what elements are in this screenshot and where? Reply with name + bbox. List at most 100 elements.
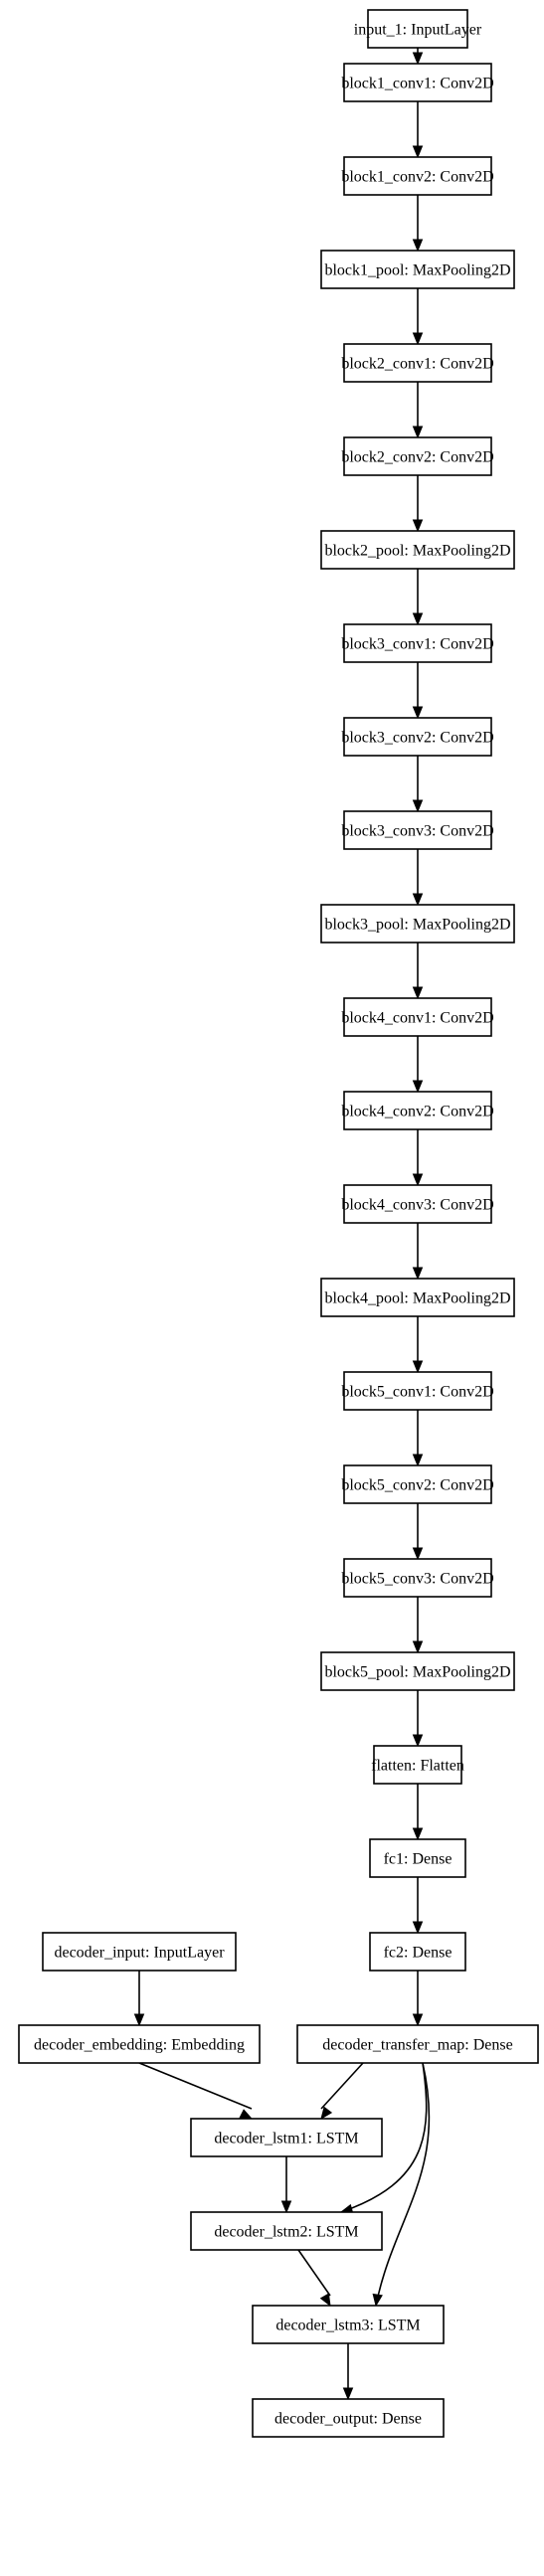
layer-box	[373, 1745, 462, 1785]
layer-label: decoder_input: InputLayer	[54, 1945, 225, 1962]
arrowhead	[412, 612, 424, 626]
layer-node-decoder-lstm1: decoder_lstm1: LSTM	[190, 2118, 383, 2157]
arrowhead	[280, 2200, 292, 2214]
layer-node-decoder-input: decoder_input: InputLayer	[42, 1932, 237, 1972]
layer-node-block4-conv3: block4_conv3: Conv2D	[341, 1184, 494, 1224]
edge-line	[138, 2062, 253, 2110]
layer-label: block2_conv1: Conv2D	[341, 356, 493, 373]
layer-label: block5_pool: MaxPooling2D	[324, 1664, 510, 1681]
layer-label: flatten: Flatten	[371, 1758, 464, 1775]
arrowhead	[412, 239, 424, 253]
layer-node-block2-pool: block2_pool: MaxPooling2D	[320, 530, 515, 570]
layer-node-block5-pool: block5_pool: MaxPooling2D	[320, 1651, 515, 1691]
layer-box	[320, 530, 515, 570]
edge-block1-conv2-to-block1-pool	[412, 195, 424, 253]
layer-box	[343, 63, 492, 102]
layer-label: block4_conv3: Conv2D	[341, 1197, 493, 1214]
layer-label: decoder_output: Dense	[274, 2411, 422, 2428]
layer-label: block4_conv1: Conv2D	[341, 1010, 493, 1027]
layer-label: block4_pool: MaxPooling2D	[324, 1290, 510, 1307]
arrowhead	[412, 1080, 424, 1094]
layer-box	[343, 997, 492, 1037]
arrowhead	[412, 426, 424, 439]
arrowhead	[372, 2293, 383, 2308]
layer-box	[343, 1558, 492, 1598]
edge-decoder-embedding-to-decoder-lstm1	[138, 2062, 254, 2120]
arrowhead	[412, 706, 424, 720]
edge-decoder-transfer-map-to-decoder-lstm3	[372, 2062, 431, 2308]
layer-box	[252, 2398, 445, 2438]
edge-block5-pool-to-flatten	[412, 1690, 424, 1748]
layer-box	[367, 9, 468, 49]
edge-input-1-to-block1-conv1	[412, 48, 424, 66]
layer-label: block3_conv3: Conv2D	[341, 823, 493, 840]
edge-line	[375, 2062, 431, 2307]
arrowhead	[412, 893, 424, 907]
arrowhead	[412, 1640, 424, 1654]
edge-block2-conv1-to-block2-conv2	[412, 382, 424, 439]
edge-flatten-to-fc1	[412, 1784, 424, 1841]
layer-box	[343, 1464, 492, 1504]
arrowhead	[412, 1547, 424, 1561]
arrowhead	[320, 2106, 333, 2121]
edge-block5-conv2-to-block5-conv3	[412, 1503, 424, 1561]
edge-block3-conv1-to-block3-conv2	[412, 662, 424, 720]
edge-decoder-input-to-decoder-embedding	[133, 1971, 145, 2027]
edge-decoder-transfer-map-to-decoder-lstm1	[320, 2062, 364, 2121]
layer-box	[320, 1278, 515, 1317]
edge-block5-conv1-to-block5-conv2	[412, 1410, 424, 1467]
edge-fc1-to-fc2	[412, 1877, 424, 1935]
layer-box	[190, 2211, 383, 2251]
layer-box	[343, 343, 492, 383]
edges-layer	[133, 48, 431, 2401]
arrowhead	[412, 1173, 424, 1187]
layer-box	[320, 904, 515, 944]
edge-decoder-lstm3-to-decoder-output	[342, 2343, 354, 2401]
layer-label: decoder_transfer_map: Dense	[322, 2037, 512, 2054]
layer-label: block5_conv3: Conv2D	[341, 1571, 493, 1588]
layer-label: block3_conv2: Conv2D	[341, 730, 493, 747]
edge-decoder-lstm1-to-decoder-lstm2	[280, 2156, 292, 2214]
layer-node-block3-conv1: block3_conv1: Conv2D	[341, 623, 494, 663]
arrowhead	[412, 1921, 424, 1935]
layer-box	[343, 156, 492, 196]
edge-fc2-to-decoder-transfer-map	[412, 1971, 424, 2027]
layer-node-fc2: fc2: Dense	[369, 1932, 466, 1972]
edge-line	[340, 2062, 428, 2213]
layer-label: decoder_lstm3: LSTM	[275, 2318, 420, 2334]
layer-node-decoder-output: decoder_output: Dense	[252, 2398, 445, 2438]
layer-node-block4-conv2: block4_conv2: Conv2D	[341, 1091, 494, 1130]
arrowhead	[412, 1454, 424, 1467]
layer-box	[320, 1651, 515, 1691]
layer-label: block5_conv2: Conv2D	[341, 1477, 493, 1494]
layer-box	[369, 1838, 466, 1878]
layer-node-block3-conv2: block3_conv2: Conv2D	[341, 717, 494, 757]
layer-box	[343, 623, 492, 663]
edge-block1-conv1-to-block1-conv2	[412, 101, 424, 159]
edge-block3-conv2-to-block3-conv3	[412, 756, 424, 813]
layer-node-block5-conv3: block5_conv3: Conv2D	[341, 1558, 494, 1598]
layer-box	[343, 436, 492, 476]
layer-label: decoder_lstm2: LSTM	[214, 2224, 358, 2241]
layer-label: fc2: Dense	[384, 1945, 453, 1962]
layer-node-block5-conv1: block5_conv1: Conv2D	[341, 1371, 494, 1411]
edge-block2-pool-to-block3-conv1	[412, 569, 424, 626]
edge-block4-pool-to-block5-conv1	[412, 1316, 424, 1374]
arrowhead	[412, 52, 424, 66]
arrowhead	[412, 1827, 424, 1841]
arrowhead	[412, 145, 424, 159]
layer-label: block3_conv1: Conv2D	[341, 636, 493, 653]
layer-label: block3_pool: MaxPooling2D	[324, 917, 510, 934]
layer-node-block2-conv1: block2_conv1: Conv2D	[341, 343, 494, 383]
edge-block4-conv3-to-block4-pool	[412, 1223, 424, 1281]
layer-box	[343, 1091, 492, 1130]
edge-line	[320, 2062, 364, 2110]
arrowhead	[239, 2109, 254, 2120]
layer-node-block4-conv1: block4_conv1: Conv2D	[341, 997, 494, 1037]
layer-label: block1_conv2: Conv2D	[341, 169, 493, 186]
layer-box	[343, 717, 492, 757]
arrowhead	[319, 2293, 331, 2308]
layer-node-block4-pool: block4_pool: MaxPooling2D	[320, 1278, 515, 1317]
layer-box	[252, 2305, 445, 2344]
